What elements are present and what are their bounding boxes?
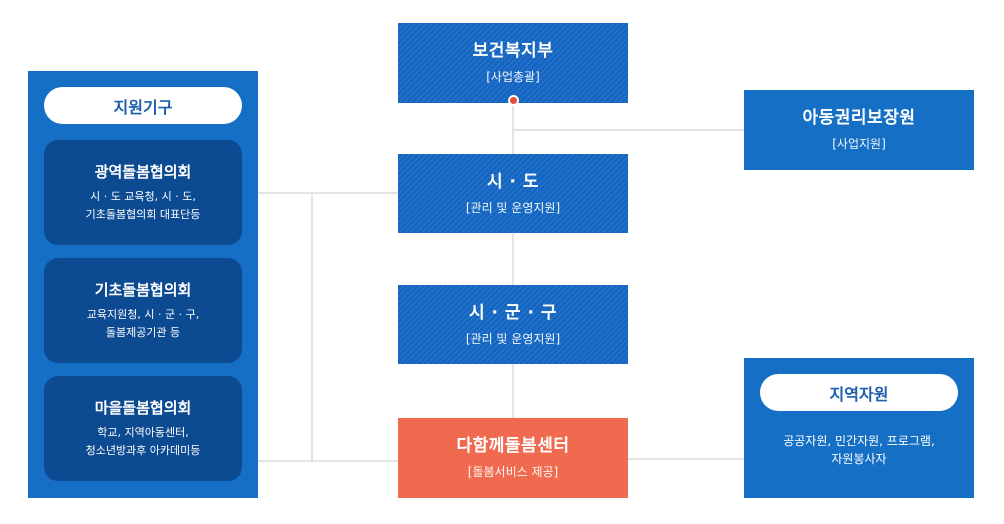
basic-council-desc-line2: 돌봄제공기관 등 xyxy=(105,325,181,339)
local-resources-pill: 지역자원 xyxy=(760,374,958,411)
regional-council-desc-line1: 시 · 도 교육청, 시 · 도, xyxy=(90,189,196,203)
regional-council-desc: 시 · 도 교육청, 시 · 도, 기초돌봄협의회 대표단등 xyxy=(86,188,201,224)
regional-council-desc-line2: 기초돌봄협의회 대표단등 xyxy=(85,207,201,221)
hq-subtitle: [사업총괄] xyxy=(486,70,540,84)
regional-council-card: 광역돌봄협의회 시 · 도 교육청, 시 · 도, 기초돌봄협의회 대표단등 xyxy=(44,140,242,245)
village-council-desc-line1: 학교, 지역아동센터, xyxy=(97,425,189,439)
hq-box: 보건복지부 [사업총괄] xyxy=(398,23,628,103)
city-box: 시 · 군 · 구 [관리 및 운영지원] xyxy=(398,285,628,364)
basic-council-desc: 교육지원청, 시 · 군 · 구, 돌봄제공기관 등 xyxy=(87,306,199,342)
local-resources-desc: 공공자원, 민간자원, 프로그램, 자원봉사자 xyxy=(744,432,974,468)
connector-dot xyxy=(508,95,519,106)
care-center-box: 다함께돌봄센터 [돌봄서비스 제공] xyxy=(398,418,628,498)
province-box: 시 · 도 [관리 및 운영지원] xyxy=(398,154,628,233)
hq-title: 보건복지부 xyxy=(472,41,554,61)
local-resources-desc-line1: 공공자원, 민간자원, 프로그램, xyxy=(783,434,935,448)
child-rights-box: 아동권리보장원 [사업지원] xyxy=(744,90,974,170)
local-resources-panel: 지역자원 공공자원, 민간자원, 프로그램, 자원봉사자 xyxy=(744,358,974,498)
child-rights-subtitle: [사업지원] xyxy=(832,137,886,151)
basic-council-card: 기초돌봄협의회 교육지원청, 시 · 군 · 구, 돌봄제공기관 등 xyxy=(44,258,242,363)
local-resources-desc-line2: 자원봉사자 xyxy=(831,452,887,466)
child-rights-title: 아동권리보장원 xyxy=(802,108,916,128)
province-subtitle: [관리 및 운영지원] xyxy=(465,200,561,215)
basic-council-title: 기초돌봄협의회 xyxy=(94,280,192,299)
province-title: 시 · 도 xyxy=(486,171,540,192)
care-center-title: 다함께돌봄센터 xyxy=(456,436,570,456)
support-orgs-pill: 지원기구 xyxy=(44,87,242,124)
village-council-desc: 학교, 지역아동센터, 청소년방과후 아카데미등 xyxy=(86,424,201,460)
city-title: 시 · 군 · 구 xyxy=(468,302,557,323)
support-orgs-panel: 지원기구 광역돌봄협의회 시 · 도 교육청, 시 · 도, 기초돌봄협의회 대… xyxy=(28,71,258,498)
village-council-title: 마을돌봄협의회 xyxy=(94,398,192,417)
city-subtitle: [관리 및 운영지원] xyxy=(465,331,561,346)
village-council-card: 마을돌봄협의회 학교, 지역아동센터, 청소년방과후 아카데미등 xyxy=(44,376,242,481)
care-center-subtitle: [돌봄서비스 제공] xyxy=(467,465,559,479)
regional-council-title: 광역돌봄협의회 xyxy=(94,162,192,181)
basic-council-desc-line1: 교육지원청, 시 · 군 · 구, xyxy=(86,307,200,321)
village-council-desc-line2: 청소년방과후 아카데미등 xyxy=(85,443,201,457)
